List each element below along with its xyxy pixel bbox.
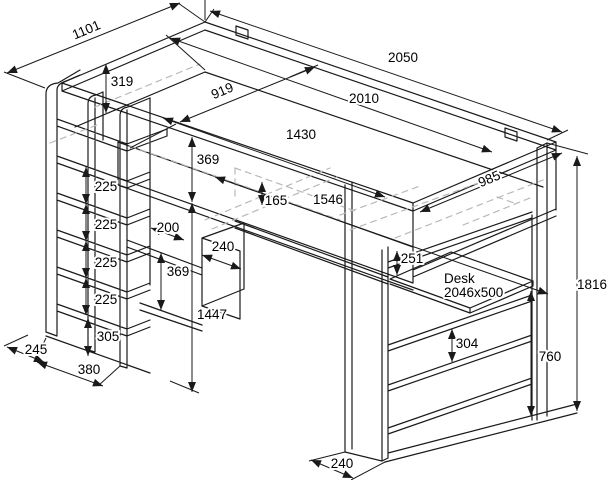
dim-label-225-2: 225 [95, 217, 118, 232]
dim-label-225-3: 225 [95, 255, 118, 270]
dim-line-919 [179, 66, 316, 123]
dimension-labels: 1101 2050 2010 919 1430 985 319 369 165 … [23, 15, 609, 473]
dim-label-2010: 2010 [349, 91, 379, 106]
hidden-edges [49, 63, 544, 239]
dim-label-245: 245 [25, 342, 48, 357]
dim-label-304: 304 [456, 336, 479, 351]
dim-label-240-cubby: 240 [212, 239, 235, 254]
dim-label-225-1: 225 [95, 179, 118, 194]
dim-label-369-lower: 369 [167, 264, 190, 279]
dim-label-200: 200 [157, 220, 180, 235]
dim-line-240b [310, 459, 354, 479]
bookcase-unit [381, 142, 578, 463]
dim-label-760: 760 [539, 349, 562, 364]
dim-label-919: 919 [209, 80, 236, 103]
desk-label-name: Desk [444, 271, 475, 286]
desk-label-size: 2046x500 [444, 285, 503, 300]
dim-line-380 [36, 361, 104, 387]
dim-label-240-base: 240 [331, 456, 354, 471]
dim-label-319: 319 [111, 74, 134, 89]
dim-line-245 [6, 346, 45, 363]
dim-label-369-upper: 369 [197, 152, 220, 167]
dim-label-305: 305 [97, 329, 120, 344]
dim-line-2050 [209, 10, 563, 133]
ladder-shelf-unit [45, 69, 168, 374]
hidden-edge-lines [49, 63, 544, 239]
dim-label-2050: 2050 [388, 50, 418, 65]
dim-label-165: 165 [265, 193, 288, 208]
dim-label-985: 985 [476, 168, 503, 191]
dim-line-1101 [6, 2, 181, 74]
dim-line-240a [201, 254, 242, 270]
dim-label-1430: 1430 [286, 127, 316, 142]
dim-label-380: 380 [78, 362, 101, 377]
dim-label-1816: 1816 [577, 277, 607, 292]
dim-label-1101: 1101 [70, 17, 103, 42]
dim-label-251: 251 [401, 251, 424, 266]
dim-line-200 [150, 227, 185, 241]
dim-line-2010 [169, 37, 493, 153]
dimension-lines [3, 0, 589, 480]
dim-label-1546: 1546 [313, 192, 343, 207]
dim-label-1447: 1447 [197, 307, 227, 322]
dim-label-225-4: 225 [95, 292, 118, 307]
dim-line-1546 [214, 176, 549, 295]
